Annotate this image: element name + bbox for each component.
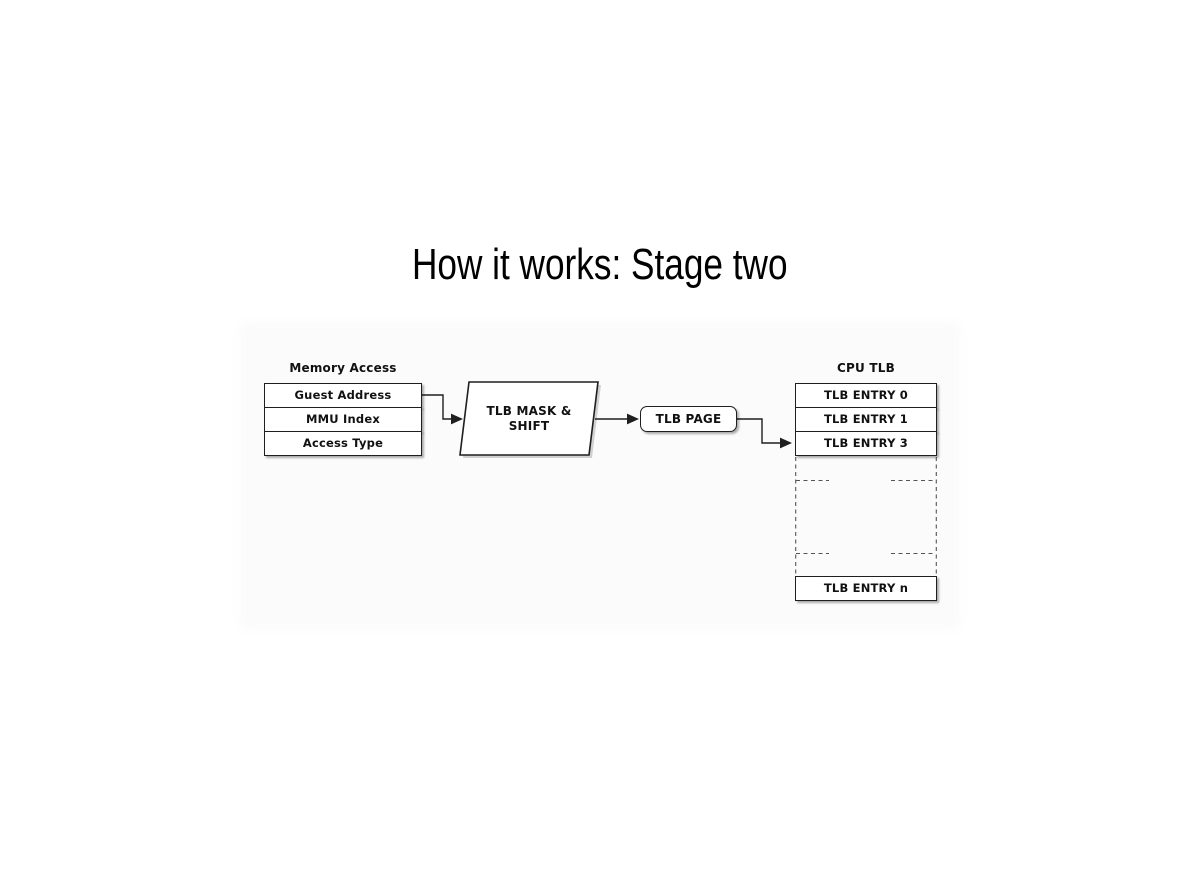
tlb-page-node: TLB PAGE [640, 406, 737, 432]
slide-title: How it works: Stage two [0, 236, 1200, 294]
mask-shift-label-line1: TLB MASK & [486, 403, 572, 418]
tlb-entry-n: TLB ENTRY n [795, 576, 937, 601]
memory-access-row-guest-address: Guest Address [264, 383, 422, 408]
memory-access-row-access-type: Access Type [264, 431, 422, 456]
tlb-entry-3: TLB ENTRY 3 [795, 431, 937, 456]
diagram-background [248, 330, 952, 622]
memory-access-heading: Memory Access [289, 361, 397, 375]
slide-title-text: How it works: Stage two [412, 240, 788, 289]
tlb-entry-0: TLB ENTRY 0 [795, 383, 937, 408]
mask-shift-label: TLB MASK & SHIFT [460, 383, 598, 454]
mask-shift-label-line2: SHIFT [508, 418, 550, 433]
tlb-entry-1: TLB ENTRY 1 [795, 407, 937, 432]
memory-access-row-mmu-index: MMU Index [264, 407, 422, 432]
cpu-tlb-heading: CPU TLB [837, 361, 895, 375]
